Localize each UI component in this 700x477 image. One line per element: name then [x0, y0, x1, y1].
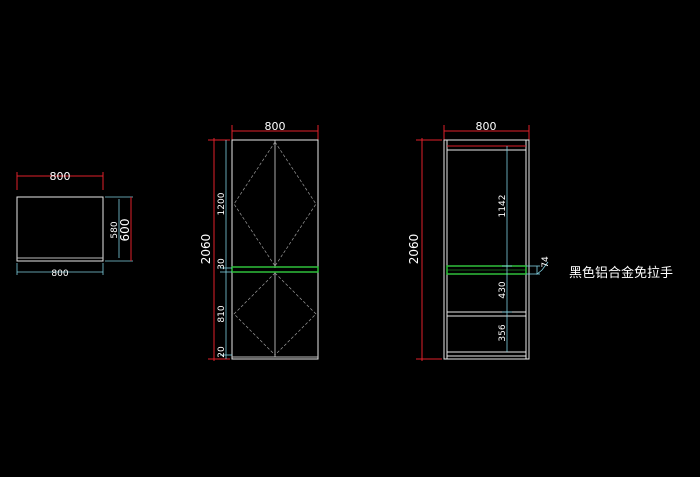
plan-top-width: 800	[50, 170, 71, 183]
interior-top-width: 800	[476, 120, 497, 133]
interior-cabinet-outline	[443, 139, 530, 360]
front-handle-gap: 30	[217, 258, 227, 270]
front-lower-right-swing	[274, 272, 317, 356]
interior-upper-section: 1142	[498, 195, 508, 218]
handle-annotation: 黑色铝合金免拉手	[569, 265, 673, 281]
front-base-height: 20	[217, 346, 227, 358]
front-upper-door-height: 1200	[217, 192, 227, 215]
interior-middle-section: 430	[498, 281, 508, 298]
interior-total-height: 2060	[407, 234, 421, 265]
front-total-height: 2060	[199, 234, 213, 265]
plan-bottom-width: 800	[51, 269, 68, 279]
front-upper-left-swing	[233, 141, 276, 267]
front-lower-door-height: 810	[217, 305, 227, 322]
front-handle-band	[231, 266, 319, 273]
interior-view: 800 2060 1142 430 356 74 黑色铝合金免拉手	[407, 120, 673, 361]
front-view: 800 2060 1200 30 810 20	[199, 120, 319, 361]
plan-depth-inner: 580	[110, 221, 120, 238]
plan-depth-outer: 600	[118, 219, 132, 242]
interior-bottom-section: 356	[498, 324, 508, 341]
front-top-width: 800	[265, 120, 286, 133]
interior-handle-height: 74	[541, 256, 551, 268]
front-lower-left-swing	[233, 272, 276, 356]
interior-handle-leader	[536, 261, 549, 275]
plan-cabinet-outline	[16, 196, 104, 262]
front-upper-right-swing	[274, 141, 317, 267]
plan-view: 800 800 580 600	[16, 170, 133, 279]
